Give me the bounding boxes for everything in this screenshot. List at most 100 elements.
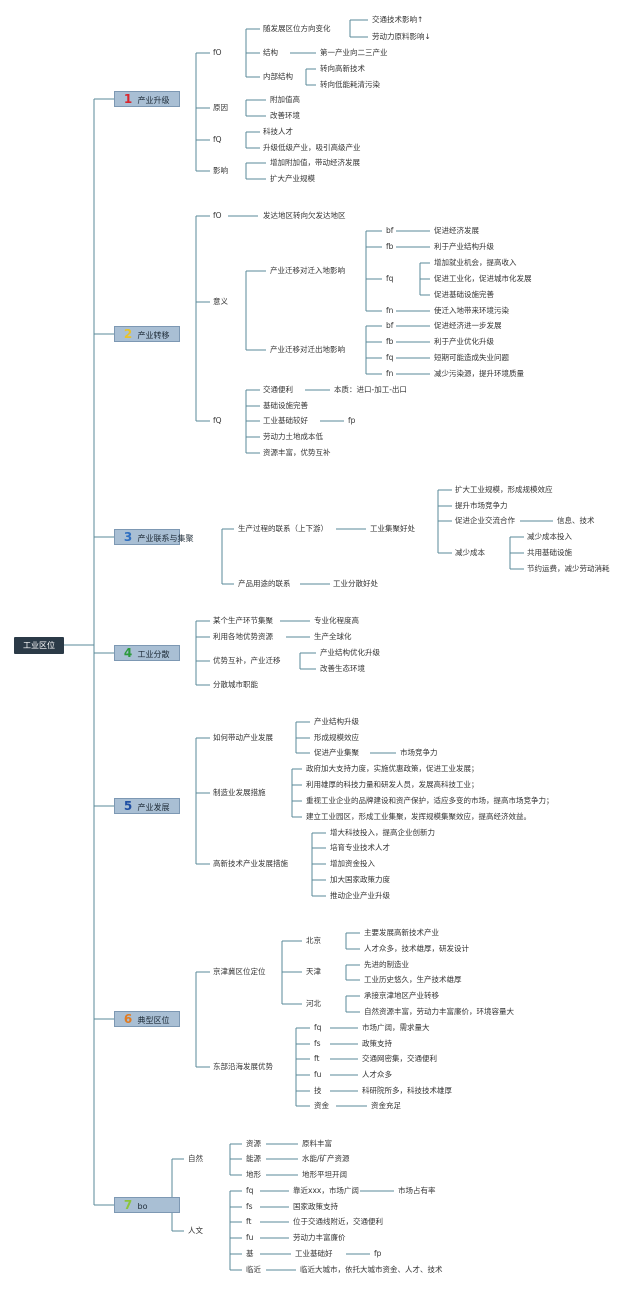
node-text[interactable]: 改善环境 — [270, 111, 300, 120]
node-text[interactable]: 技 — [314, 1086, 322, 1095]
node-text[interactable]: fq — [386, 274, 394, 283]
node-text[interactable]: 原因 — [213, 103, 228, 112]
node-text[interactable]: 人才众多，技术雄厚，研发设计 — [364, 944, 469, 953]
node-text[interactable]: 工业分散好处 — [333, 579, 378, 588]
node-text[interactable]: 交通便利 — [263, 385, 293, 394]
node-text[interactable]: bf — [386, 321, 394, 330]
node-text[interactable]: 工业历史悠久，生产技术雄厚 — [364, 975, 462, 984]
node-text[interactable]: fs — [314, 1039, 321, 1048]
node-text[interactable]: 人文 — [188, 1226, 203, 1235]
node-text[interactable]: 产业结构升级 — [314, 717, 359, 726]
node-text[interactable]: 基 — [246, 1249, 254, 1258]
node-text[interactable]: fs — [246, 1202, 253, 1211]
node-text[interactable]: 自然资源丰富，劳动力丰富廉价，环境容量大 — [364, 1007, 514, 1016]
node-text[interactable]: fO — [213, 211, 222, 220]
node-text[interactable]: 增大科技投入，提高企业创新力 — [330, 828, 435, 837]
node-text[interactable]: 随发展区位方向变化 — [263, 24, 331, 33]
node-text[interactable]: 制造业发展措施 — [213, 788, 266, 797]
node-text[interactable]: bf — [386, 226, 394, 235]
node-text[interactable]: 增加就业机会，提高收入 — [434, 258, 517, 267]
node-text[interactable]: 产品用途的联系 — [238, 579, 291, 588]
node-text[interactable]: 意义 — [213, 297, 228, 306]
node-text[interactable]: 共用基础设施 — [527, 548, 572, 557]
node-text[interactable]: 自然 — [188, 1154, 203, 1163]
node-text[interactable]: fq — [246, 1186, 254, 1195]
node-text[interactable]: 市场竞争力 — [400, 748, 438, 757]
node-text[interactable]: 天津 — [306, 967, 321, 976]
node-text[interactable]: fu — [246, 1233, 254, 1242]
node-text[interactable]: 产业迁移对迁出地影响 — [270, 345, 345, 354]
node-text[interactable]: 政策支持 — [362, 1039, 392, 1048]
node-text[interactable]: ft — [246, 1217, 252, 1226]
node-text[interactable]: fp — [348, 416, 356, 425]
node-text[interactable]: 资金充足 — [371, 1101, 401, 1110]
node-text[interactable]: 位于交通线附近，交通便利 — [293, 1217, 383, 1226]
node-text[interactable]: fb — [386, 337, 394, 346]
node-text[interactable]: 国家政策支持 — [293, 1202, 338, 1211]
node-text[interactable]: 工业基础好 — [295, 1249, 333, 1258]
node-text[interactable]: 利于产业优化升级 — [434, 337, 494, 346]
node-text[interactable]: 本质：进口-加工-出口 — [334, 385, 407, 394]
node-text[interactable]: 利用雄厚的科技力量和研发人员，发展高科技工业； — [306, 780, 479, 789]
node-text[interactable]: 资源 — [246, 1139, 261, 1148]
node-text[interactable]: 能源 — [246, 1154, 261, 1163]
section-node-6[interactable]: 6 典型区位 — [114, 1011, 180, 1027]
node-text[interactable]: 产业迁移对迁入地影响 — [270, 266, 345, 275]
node-text[interactable]: 增加附加值，带动经济发展 — [270, 158, 360, 167]
node-text[interactable]: 建立工业园区，形成工业集聚，发挥规模集聚效应，提高经济效益。 — [306, 812, 531, 821]
node-text[interactable]: 发达地区转向欠发达地区 — [263, 211, 346, 220]
node-text[interactable]: fq — [314, 1023, 322, 1032]
node-text[interactable]: 临近大城市，依托大城市资金、人才、技术 — [300, 1265, 443, 1274]
node-text[interactable]: 先进的制造业 — [364, 960, 409, 969]
node-text[interactable]: 扩大产业规模 — [270, 174, 315, 183]
node-text[interactable]: 提升市场竞争力 — [455, 501, 508, 510]
section-node-5[interactable]: 5 产业发展 — [114, 798, 180, 814]
node-text[interactable]: 地形 — [246, 1170, 261, 1179]
node-text[interactable]: 生产过程的联系（上下游） — [238, 524, 328, 533]
node-text[interactable]: 转向低能耗清污染 — [320, 80, 380, 89]
node-text[interactable]: 使迁入地带来环境污染 — [434, 306, 509, 315]
node-text[interactable]: 促进产业集聚 — [314, 748, 359, 757]
section-node-2[interactable]: 2 产业转移 — [114, 326, 180, 342]
node-text[interactable]: 短期可能造成失业问题 — [434, 353, 509, 362]
node-text[interactable]: 地形平坦开阔 — [302, 1170, 347, 1179]
node-text[interactable]: fp — [374, 1249, 382, 1258]
node-text[interactable]: 水能/矿产资源 — [302, 1154, 350, 1163]
node-text[interactable]: fn — [386, 306, 394, 315]
node-text[interactable]: 承接京津地区产业转移 — [364, 991, 439, 1000]
node-text[interactable]: 北京 — [306, 936, 321, 945]
node-text[interactable]: 信息、技术 — [557, 516, 595, 525]
node-text[interactable]: 工业基础较好 — [263, 416, 308, 425]
node-text[interactable]: 原料丰富 — [302, 1139, 332, 1148]
node-text[interactable]: 基础设施完善 — [263, 401, 308, 410]
node-text[interactable]: 工业集聚好处 — [370, 524, 415, 533]
node-text[interactable]: fu — [314, 1070, 322, 1079]
node-text[interactable]: 第一产业向二三产业 — [320, 48, 388, 57]
node-text[interactable]: 结构 — [263, 48, 278, 57]
node-text[interactable]: fq — [386, 353, 394, 362]
node-text[interactable]: 影响 — [213, 166, 228, 175]
node-text[interactable]: 分散城市职能 — [213, 680, 258, 689]
node-text[interactable]: 附加值高 — [270, 95, 300, 104]
node-text[interactable]: 如何带动产业发展 — [213, 733, 273, 742]
node-text[interactable]: 形成规模效应 — [314, 733, 359, 742]
node-text[interactable]: 生产全球化 — [314, 632, 352, 641]
node-text[interactable]: 临近 — [246, 1265, 261, 1274]
node-text[interactable]: 市场广阔，需求量大 — [362, 1023, 430, 1032]
node-text[interactable]: 资金 — [314, 1101, 329, 1110]
node-text[interactable]: 扩大工业规模，形成规模效应 — [455, 485, 553, 494]
node-text[interactable]: 促进基础设施完善 — [434, 290, 494, 299]
node-text[interactable]: 京津冀区位定位 — [213, 967, 266, 976]
section-node-1[interactable]: 1 产业升级 — [114, 91, 180, 107]
node-text[interactable]: 某个生产环节集聚 — [213, 616, 273, 625]
node-text[interactable]: 转向高新技术 — [320, 64, 365, 73]
node-text[interactable]: fQ — [213, 135, 222, 144]
node-text[interactable]: ft — [314, 1054, 320, 1063]
node-text[interactable]: 促进企业交流合作 — [455, 516, 515, 525]
node-text[interactable]: 政府加大支持力度，实施优惠政策，促进工业发展； — [306, 764, 479, 773]
node-text[interactable]: 河北 — [306, 999, 321, 1008]
node-text[interactable]: 加大国家政策力度 — [330, 875, 390, 884]
node-text[interactable]: 改善生态环境 — [320, 664, 365, 673]
node-text[interactable]: 劳动力土地成本低 — [263, 432, 323, 441]
node-text[interactable]: 交通技术影响↑ — [372, 15, 424, 24]
